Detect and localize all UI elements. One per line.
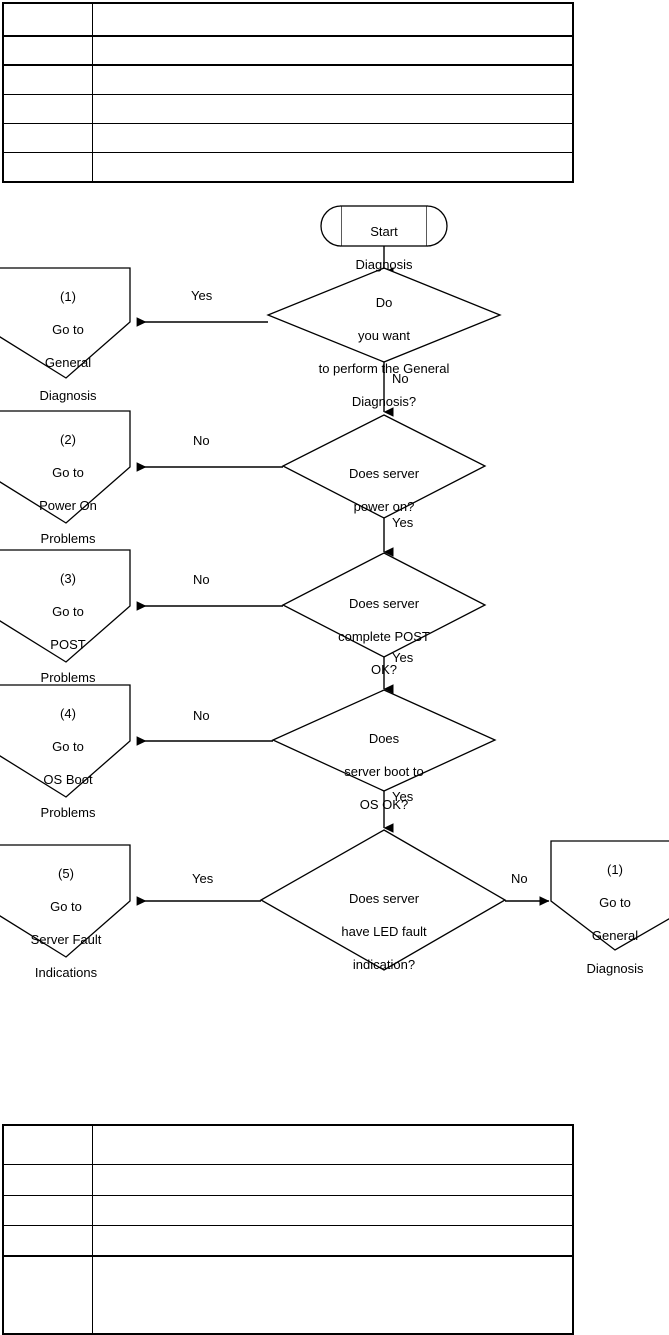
table-row (2, 64, 574, 95)
table-row (2, 1225, 574, 1257)
node-goto-power-on-problems (0, 410, 131, 524)
table-cell-label (2, 35, 93, 66)
table-cell-label (2, 1124, 93, 1165)
node-goto-post-problems (0, 549, 131, 663)
decision-post[interactable] (283, 553, 485, 657)
goto-power-on-problems[interactable] (0, 411, 131, 523)
decision-os-boot[interactable] (273, 690, 495, 791)
goto-general-diagnosis-1[interactable] (0, 268, 131, 378)
table-cell-label (2, 2, 93, 37)
table-cell-value (92, 152, 574, 183)
decision-led-fault[interactable] (261, 830, 505, 970)
table-cell-label (2, 64, 93, 95)
table-cell-label (2, 94, 93, 124)
edge-label-d4-no: No (193, 708, 210, 723)
bottom-table (2, 1124, 574, 1335)
table-cell-value (92, 64, 574, 95)
node-goto-os-boot-problems (0, 684, 131, 798)
decision-power-on[interactable] (283, 415, 485, 518)
goto-server-fault-indications[interactable] (0, 845, 131, 957)
table-cell-value (92, 1255, 574, 1335)
edge-label-d2-no: No (193, 433, 210, 448)
table-cell-value (92, 123, 574, 153)
table-row (2, 35, 574, 66)
table-row (2, 2, 574, 37)
edge-label-d1-yes: Yes (191, 288, 213, 303)
table-cell-label (2, 152, 93, 183)
table-cell-label (2, 1164, 93, 1196)
table-row (2, 1255, 574, 1335)
edge-label-d3-no: No (193, 572, 210, 587)
edge-label-d4-yes: Yes (392, 789, 414, 804)
table-row (2, 123, 574, 153)
table-cell-value (92, 1164, 574, 1196)
top-table (2, 2, 574, 183)
table-cell-value (92, 1225, 574, 1257)
table-cell-label (2, 1195, 93, 1226)
node-decision-led-fault (259, 829, 507, 971)
table-cell-label (2, 1255, 93, 1335)
table-row (2, 1195, 574, 1226)
table-cell-value (92, 2, 574, 37)
edge-label-d5-no: No (511, 871, 528, 886)
edge-label-d2-yes: Yes (392, 515, 414, 530)
edge-label-d5-yes: Yes (192, 871, 214, 886)
node-goto-general-diagnosis-1 (0, 267, 131, 379)
edge-label-d3-yes: Yes (392, 650, 414, 665)
goto-general-diagnosis-2[interactable] (551, 841, 669, 951)
decision-general-diagnosis[interactable] (268, 268, 500, 362)
table-row (2, 1164, 574, 1196)
table-cell-value (92, 1195, 574, 1226)
table-row (2, 1124, 574, 1165)
table-cell-value (92, 35, 574, 66)
node-start-terminator (320, 205, 448, 247)
start-node[interactable] (326, 206, 442, 247)
table-cell-label (2, 1225, 93, 1257)
edge-label-d1-no: No (392, 371, 409, 386)
node-goto-general-diagnosis-2 (550, 840, 669, 951)
goto-post-problems[interactable] (0, 550, 131, 662)
table-cell-label (2, 123, 93, 153)
table-row (2, 152, 574, 183)
goto-os-boot-problems[interactable] (0, 685, 131, 797)
node-goto-server-fault-indications (0, 844, 131, 958)
table-cell-value (92, 1124, 574, 1165)
